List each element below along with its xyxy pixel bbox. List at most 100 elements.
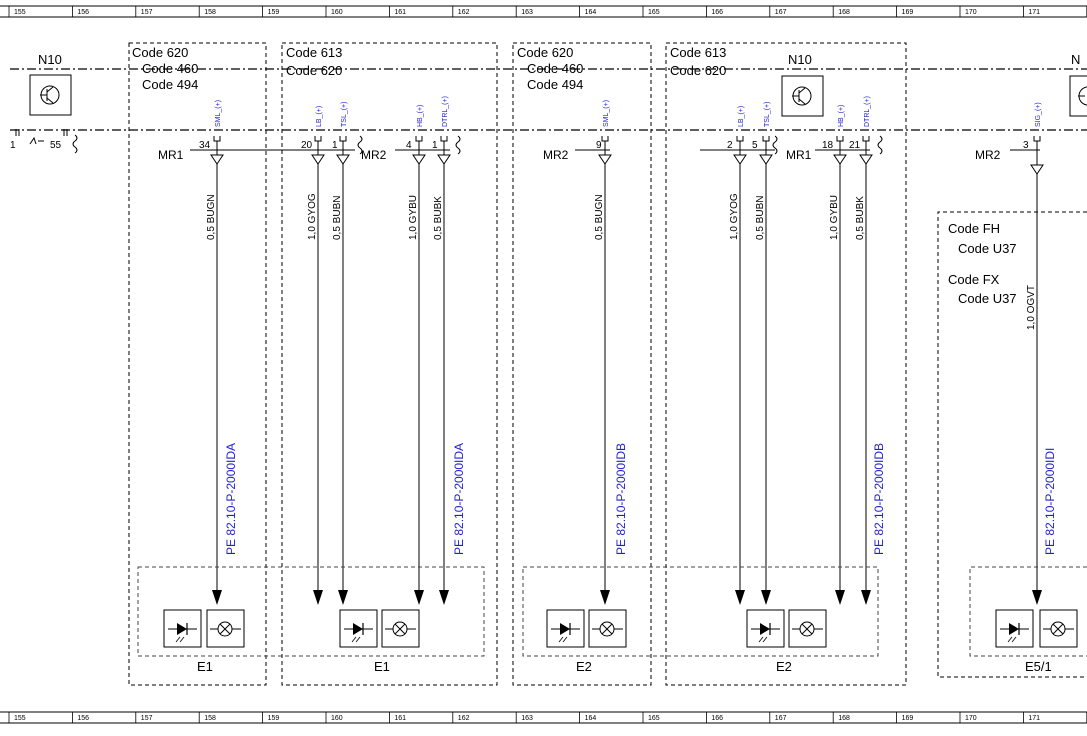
wire: SML_(+)90,5 BUGN: [594, 100, 612, 605]
reference-link[interactable]: PE 82.10-P-2000IDI: [1043, 448, 1057, 555]
grid-number: 170: [965, 9, 977, 16]
arrowhead: [313, 590, 323, 605]
arrowhead: [1032, 590, 1042, 605]
pin-socket: [314, 136, 322, 142]
bulb-icon: [1039, 609, 1078, 648]
grid-number: 166: [711, 715, 723, 722]
transistor-icon: [1078, 86, 1087, 106]
code-label: Code 620: [517, 45, 573, 60]
harness-lines: [10, 68, 1087, 131]
grid-number: 159: [268, 715, 280, 722]
connector-arrow: [733, 154, 747, 165]
pin-number: 55: [50, 140, 62, 151]
control-unit-n10-far-right: N: [1069, 52, 1087, 117]
bulb-icon: [381, 609, 420, 648]
code-label: Code 620: [132, 45, 188, 60]
led-icon: [339, 609, 378, 648]
code-label: Code 613: [286, 45, 342, 60]
signal-label: LB_(+): [316, 106, 323, 127]
grid-number: 169: [902, 9, 914, 16]
grid-number: 161: [394, 715, 406, 722]
pin-number: 2: [727, 140, 733, 151]
connector-arrow: [336, 154, 350, 165]
pin-number: 5: [752, 140, 758, 151]
component-label: N10: [788, 52, 812, 67]
pin-socket: [1033, 136, 1041, 142]
signal-label: DTRL_(+): [864, 96, 871, 127]
component-label: N: [1071, 52, 1080, 67]
pin-number: 1: [432, 140, 438, 151]
code-label: Code 620: [670, 63, 726, 78]
pin-socket: [339, 136, 347, 142]
code-label: Code 460: [527, 61, 583, 76]
arrowhead: [835, 590, 845, 605]
reference-link[interactable]: PE 82.10-P-2000IDB: [872, 443, 886, 555]
component-label: E1: [197, 659, 213, 674]
grid-number: 162: [458, 9, 470, 16]
wire: HB_(+)41,0 GYBU: [406, 105, 426, 605]
led-icon: [995, 609, 1034, 648]
connector-label: MR2: [361, 148, 387, 162]
grid-number: 163: [521, 715, 533, 722]
code-label: Code 613: [670, 45, 726, 60]
pin-socket: [762, 136, 770, 142]
pin-socket: [601, 136, 609, 142]
grid-number: 157: [141, 9, 153, 16]
component-label: N10: [38, 52, 62, 67]
pin-socket: [862, 136, 870, 142]
pin-socket: [415, 136, 423, 142]
component-label: E2: [776, 659, 792, 674]
connector-label: MR2: [543, 148, 569, 162]
reference-link[interactable]: PE 82.10-P-2000IDB: [614, 443, 628, 555]
wire-gauge-color-label: 0,5 BUBN: [755, 196, 766, 240]
code-box-labels: Code 620 Code 460 Code 494 Code 613 Code…: [132, 45, 1017, 306]
pin-number: 34: [199, 140, 211, 151]
reference-link[interactable]: PE 82.10-P-2000IDA: [452, 443, 466, 555]
grid-number: 164: [585, 715, 597, 722]
reference-link[interactable]: PE 82.10-P-2000IDA: [224, 443, 238, 555]
connector-end-squiggles: [357, 135, 883, 155]
pin-number: 1: [10, 140, 16, 151]
transistor-icon: [40, 85, 60, 105]
grid-number: 171: [1028, 9, 1040, 16]
grid-number: 157: [141, 715, 153, 722]
grid-number: 167: [775, 9, 787, 16]
bulb-icon: [588, 609, 627, 648]
grid-number: 155: [14, 9, 26, 16]
arrowhead: [338, 590, 348, 605]
connector-arrow: [311, 154, 325, 165]
grid-number: 160: [331, 9, 343, 16]
signal-label: LB_(+): [738, 106, 745, 127]
pin-socket: [736, 136, 744, 142]
signal-label: SIG_(+): [1035, 102, 1042, 127]
wire-gauge-color-label: 1,0 GYBU: [408, 195, 419, 240]
wire-gauge-color-label: 0,5 BUBK: [433, 196, 444, 240]
wire-gauge-color-label: 1,0 GYOG: [729, 193, 740, 240]
wire: DTRL_(+)210,5 BUBK: [849, 96, 873, 605]
wire-gauge-color-label: 0,5 BUBN: [332, 196, 343, 240]
wire-gauge-color-label: 0,5 BUGN: [206, 194, 217, 240]
grid-number: 156: [77, 9, 89, 16]
connector-label: MR2: [975, 148, 1001, 162]
code-label: Code 460: [142, 61, 198, 76]
led-icon: [546, 609, 585, 648]
signal-label: TSL_(+): [764, 102, 771, 127]
connector-arrow: [859, 154, 873, 165]
wire: LB_(+) 2 1,0 GYOG: [727, 106, 747, 605]
wire: LB_(+)201,0 GYOG: [301, 106, 325, 605]
arrowhead: [735, 590, 745, 605]
grid-number: 165: [648, 715, 660, 722]
wire: SML_(+)340,5 BUGN: [199, 100, 224, 605]
connector-arrow: [759, 154, 773, 165]
connector-label: MR1: [786, 148, 812, 162]
bulb-icon: [788, 609, 827, 648]
wire-gauge-color-label: 1,0 GYBU: [829, 195, 840, 240]
code-label: Code 494: [142, 77, 198, 92]
wire: DTRL_(+)10,5 BUBK: [432, 96, 451, 605]
grid-number: 168: [838, 715, 850, 722]
pin-socket: [836, 136, 844, 142]
